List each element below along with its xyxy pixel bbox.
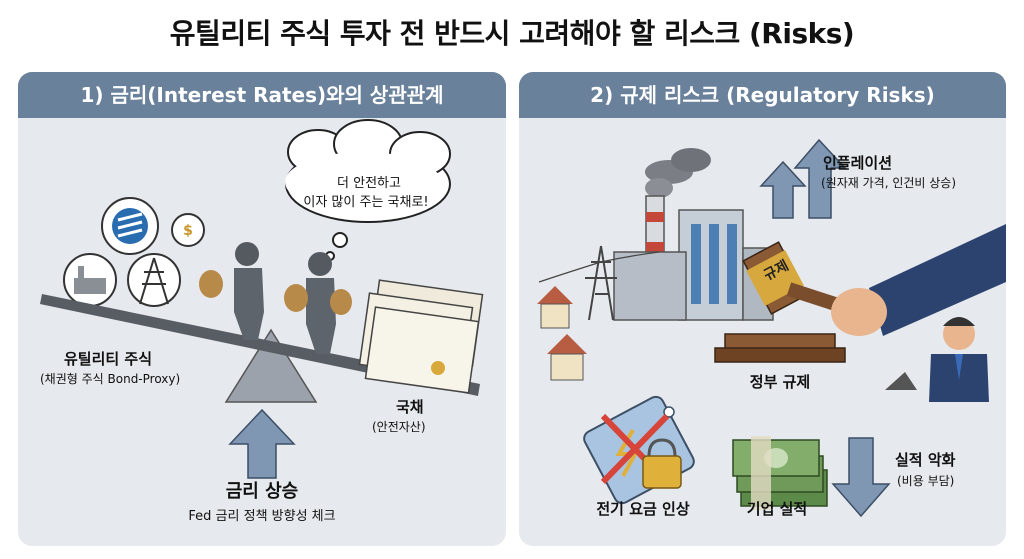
inflation-arrow-small [759,160,807,219]
company-earnings-label: 기업 실적 [746,500,808,518]
utility-icons: $ [63,197,205,307]
inflation-arrow-large [793,138,847,219]
interest-rate-panel: 1) 금리(Interest Rates)와의 상관관계 $ [18,72,506,546]
utility-stock-sub: (채권형 주식 Bond-Proxy) [40,372,181,386]
government-regulation-label: 정부 규제 [749,373,811,391]
interest-rate-panel-header: 1) 금리(Interest Rates)와의 상관관계 [18,72,506,118]
electricity-price-tag [583,395,695,505]
utility-stock-label: 유틸리티 주식 [64,350,153,368]
bubble-text-line2: 이자 많이 주는 국채로! [303,195,429,210]
investor-figures [199,242,352,354]
earnings-down-sub: (비용 부담) [897,474,955,488]
suit-arm [869,224,1006,336]
rate-up-arrow [228,408,296,479]
rate-rise-sub: Fed 금리 정책 방향성 체크 [188,509,336,524]
electricity-price-label: 전기 요금 인상 [596,500,690,518]
seesaw-fulcrum [224,328,318,403]
smoke-cloud [645,148,711,198]
regulatory-panel-header: 2) 규제 리스크 (Regulatory Risks) [519,72,1006,118]
bond-sub: (안전자산) [372,420,426,434]
hand [831,288,887,336]
earnings-down-label: 실적 악화 [895,451,956,469]
regulation-illustration [537,138,1006,518]
earnings-down-arrow [831,437,891,518]
bond-certificates [358,279,484,394]
money-stack-icon [732,436,828,510]
regulatory-panel: 2) 규제 리스크 (Regulatory Risks) [519,72,1006,546]
houses [537,286,587,381]
businessman [885,317,989,402]
page-title: 유틸리티 주식 투자 전 반드시 고려해야 할 리스크 (Risks) [169,17,855,50]
transmission-tower [585,245,617,321]
rate-rise-label: 금리 상승 [225,481,299,502]
sound-block [714,333,846,363]
seesaw-illustration: $ [40,119,484,479]
lock-icon [642,438,682,489]
inflation-label: 인플레이션 [823,154,893,172]
thought-bubble [285,119,451,261]
bond-label: 국채 [396,398,424,416]
inflation-sub: (원자재 가격, 인건비 상승) [821,176,957,190]
bubble-text-line1: 더 안전하고 [337,176,401,191]
svg-text:$: $ [183,223,193,239]
